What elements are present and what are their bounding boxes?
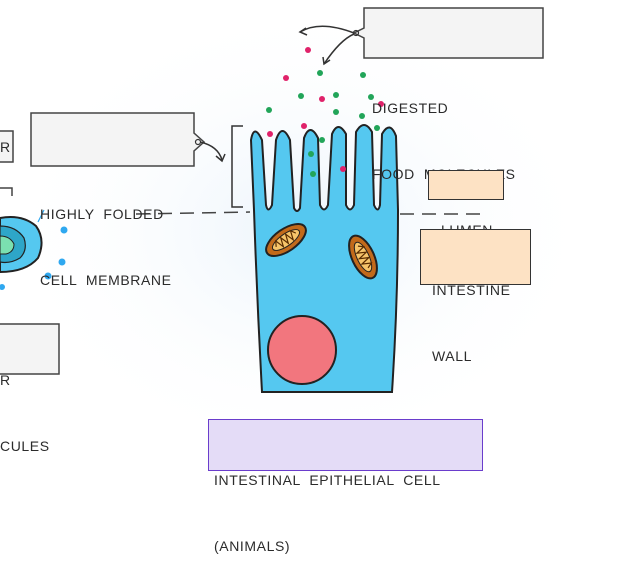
digested-label-line1: DIGESTED bbox=[372, 100, 449, 116]
food-molecule bbox=[317, 70, 323, 76]
food-molecule bbox=[283, 75, 289, 81]
digested-food-label: DIGESTED FOOD MOLECULES bbox=[352, 7, 544, 182]
nucleus bbox=[267, 315, 337, 385]
intestine-wall-boundary bbox=[135, 211, 482, 215]
folded-membrane-label: HIGHLY FOLDED CELL MEMBRANE bbox=[30, 112, 208, 288]
food-molecule bbox=[333, 109, 339, 115]
food-molecules bbox=[266, 47, 384, 177]
food-molecule bbox=[333, 92, 339, 98]
left-bottom-label: R CULES bbox=[0, 324, 60, 454]
left-bottom-label-line1: R bbox=[0, 372, 11, 388]
food-molecule bbox=[305, 47, 311, 53]
food-molecule bbox=[368, 94, 374, 100]
food-molecule bbox=[310, 171, 316, 177]
food-molecule bbox=[266, 107, 272, 113]
intestine-wall-label: INTESTINE WALL bbox=[420, 229, 531, 364]
left-cell-fragment bbox=[0, 187, 68, 290]
left-bottom-tag-shape bbox=[0, 323, 60, 375]
food-molecule bbox=[298, 93, 304, 99]
food-molecule bbox=[267, 131, 273, 137]
epithelial-cell-label: INTESTINAL EPITHELIAL CELL (ANIMALS) bbox=[208, 419, 483, 554]
mitochondrion-right bbox=[348, 234, 378, 280]
digested-arrow-down bbox=[323, 33, 355, 65]
digested-tag-shape bbox=[352, 7, 544, 59]
food-molecule bbox=[340, 166, 346, 172]
food-molecule bbox=[374, 125, 380, 131]
cell-label-line1: INTESTINAL EPITHELIAL CELL bbox=[214, 472, 441, 488]
folded-tag-shape bbox=[30, 112, 206, 167]
left-bottom-label-line2: CULES bbox=[0, 438, 50, 454]
wall-label-line2: WALL bbox=[432, 348, 473, 364]
cell-label-line2: (ANIMALS) bbox=[214, 538, 291, 554]
left-top-tag-shape bbox=[0, 130, 14, 163]
left-top-label: R bbox=[0, 130, 14, 164]
food-molecule bbox=[319, 96, 325, 102]
food-molecule bbox=[378, 101, 384, 107]
food-molecule bbox=[360, 72, 366, 78]
epithelial-cell-diagram bbox=[0, 0, 600, 460]
folded-label-line2: CELL MEMBRANE bbox=[40, 272, 172, 288]
membrane-bracket bbox=[231, 125, 243, 208]
lumen-label: LUMEN bbox=[428, 170, 504, 238]
food-molecule bbox=[301, 123, 307, 129]
folded-label-line1: HIGHLY FOLDED bbox=[40, 206, 164, 222]
left-top-label-text: R bbox=[0, 139, 11, 155]
food-molecule bbox=[319, 137, 325, 143]
mitochondrion-left bbox=[265, 223, 307, 257]
wall-label-line1: INTESTINE bbox=[432, 282, 511, 298]
food-molecule bbox=[308, 151, 314, 157]
folded-arrow bbox=[199, 141, 223, 161]
food-molecule bbox=[359, 113, 365, 119]
